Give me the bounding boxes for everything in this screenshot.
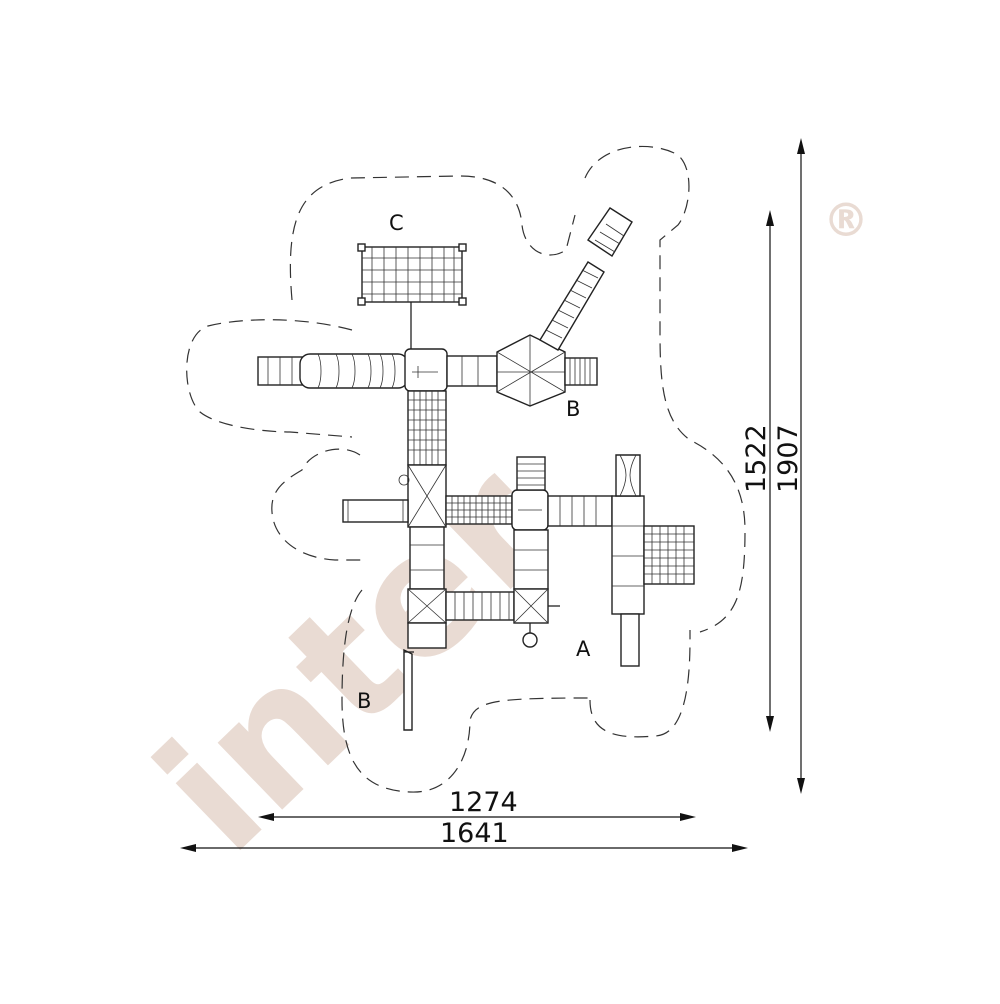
ladder-mid-center <box>516 456 546 491</box>
tower-top <box>404 348 448 392</box>
slide-top-right <box>615 454 641 497</box>
zone-outline-a-bottom <box>589 630 691 738</box>
dimension-height-outer: 1907 <box>773 424 804 493</box>
spiral-slide <box>539 261 605 351</box>
zone-outline-c <box>289 175 576 301</box>
zone-labels: C B A B <box>357 211 591 713</box>
dimension-lines: 1274 1641 1522 1907 <box>180 138 805 852</box>
trademark-symbol: ® <box>823 193 869 247</box>
bridge-right <box>547 495 613 527</box>
zone-label-c: C <box>389 211 404 235</box>
tube-center-down <box>513 529 549 590</box>
tower-right-column <box>611 495 645 615</box>
zone-outline-mid-left <box>271 448 362 561</box>
zone-label-b-bottom: B <box>357 689 371 713</box>
zone-label-b-top: B <box>566 397 580 421</box>
slide-bottom-right <box>620 613 640 667</box>
net-panel <box>361 246 463 303</box>
tube-left-down <box>409 526 445 590</box>
bridge-bottom <box>445 591 515 621</box>
dimension-width-inner: 1274 <box>449 787 518 818</box>
dimension-height-inner: 1522 <box>741 424 772 493</box>
slide-exit-top <box>587 207 633 257</box>
zone-outline-b-bottom <box>341 589 591 793</box>
zone-label-a: A <box>576 637 591 661</box>
dimension-width-outer: 1641 <box>440 818 509 849</box>
tube-top-right <box>446 355 498 387</box>
steering-wheel <box>522 632 538 648</box>
ladder-bottom-left <box>403 648 413 731</box>
safety-zones <box>186 145 746 793</box>
tube-bottom-left <box>407 622 447 649</box>
net-wall-right <box>643 525 695 585</box>
zone-outline-right-top <box>584 145 746 633</box>
slide-mid-left <box>342 499 409 523</box>
equipment <box>257 207 695 731</box>
watermark: inter ® <box>121 193 869 889</box>
zone-outline-left <box>186 319 353 438</box>
